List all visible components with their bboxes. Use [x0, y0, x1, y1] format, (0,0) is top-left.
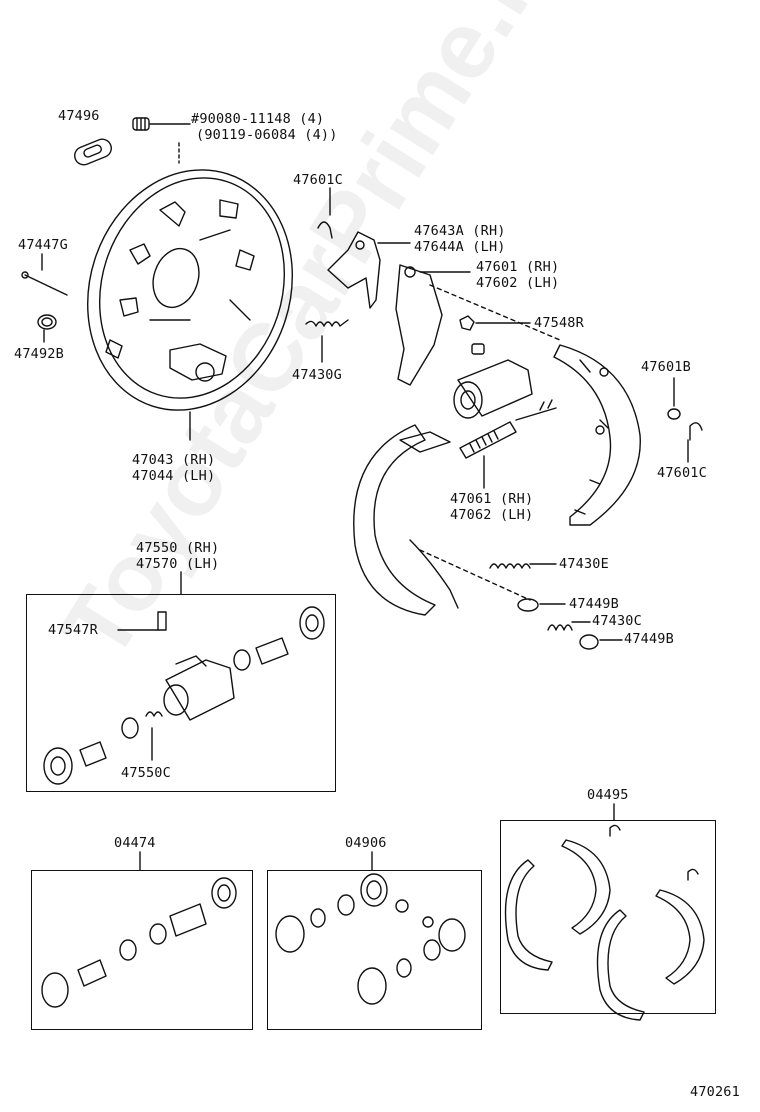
diagram-number: 470261 — [690, 1084, 740, 1100]
brake-shoe-left — [353, 424, 531, 616]
label-90119: (90119-06084 (4)) — [196, 127, 338, 143]
clip-47601c-right — [689, 422, 703, 441]
spring-47430e — [489, 563, 557, 569]
adjuster-47061 — [459, 399, 557, 489]
label-04906: 04906 — [345, 835, 387, 851]
label-47496: 47496 — [58, 108, 100, 124]
label-04495: 04495 — [587, 787, 629, 803]
spring-47430g — [305, 319, 349, 363]
label-47430c: 47430C — [592, 613, 642, 629]
kit-04495-parts — [504, 803, 705, 1021]
label-47447g: 47447G — [18, 237, 68, 253]
spring-47430c — [547, 621, 591, 631]
bolt-90080 — [132, 117, 191, 131]
label-47492b: 47492B — [14, 346, 64, 362]
label-47601: 47601 (RH) — [476, 259, 560, 275]
label-47430e: 47430E — [559, 556, 609, 572]
label-47449b-bottom: 47449B — [624, 631, 674, 647]
label-47550: 47550 (RH) — [136, 540, 220, 556]
label-90080: #90080-11148 (4) — [191, 111, 325, 127]
kit-04906-box — [267, 870, 482, 1030]
plug-47496 — [74, 138, 112, 166]
pin-47447g — [21, 253, 68, 296]
wheel-cylinder — [453, 343, 533, 419]
backing-plate — [86, 142, 294, 411]
label-47062: 47062 (LH) — [450, 507, 534, 523]
label-47430g: 47430G — [292, 367, 342, 383]
label-47550c: 47550C — [121, 765, 171, 781]
kit-04495-box — [500, 820, 716, 1014]
label-47043: 47043 (RH) — [132, 452, 216, 468]
kit-04906-parts — [275, 851, 466, 1005]
label-47449b-top: 47449B — [569, 596, 619, 612]
cylinder-assembly-parts — [43, 571, 325, 785]
washer-47449b-top — [517, 598, 566, 612]
label-47547r: 47547R — [48, 622, 98, 638]
cylinder-assembly-box — [26, 594, 336, 792]
label-47602: 47602 (LH) — [476, 275, 560, 291]
label-47601b: 47601B — [641, 359, 691, 375]
label-47548r: 47548R — [534, 315, 584, 331]
label-47643a: 47643A (RH) — [414, 223, 506, 239]
lever-47643a — [327, 231, 411, 309]
strut-47601 — [395, 264, 471, 386]
label-47601c-right: 47601C — [657, 465, 707, 481]
brake-shoe-right — [429, 284, 641, 526]
kit-04474-box — [31, 870, 253, 1030]
label-47644a: 47644A (LH) — [414, 239, 506, 255]
cup-47492b — [37, 314, 57, 343]
label-47061: 47061 (RH) — [450, 491, 534, 507]
pin-47601b — [667, 377, 681, 420]
washer-47449b-bottom — [579, 634, 623, 650]
kit-04474-parts — [41, 851, 237, 1008]
label-47601c-top: 47601C — [293, 172, 343, 188]
label-47570: 47570 (LH) — [136, 556, 220, 572]
clip-47601c-top — [317, 221, 333, 239]
label-04474: 04474 — [114, 835, 156, 851]
label-47044: 47044 (LH) — [132, 468, 216, 484]
